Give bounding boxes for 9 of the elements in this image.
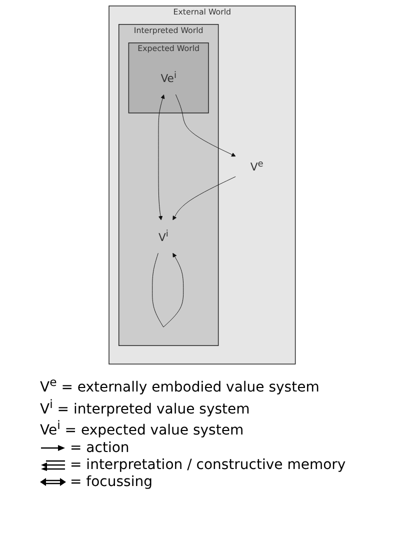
legend-text: = interpretation / constructive memory bbox=[70, 456, 346, 473]
legend-text: = action bbox=[70, 440, 130, 456]
node-text: V$^{i}$ bbox=[158, 228, 168, 244]
legend-text: = focussing bbox=[70, 474, 152, 490]
node-text: Ve$^{i}$ bbox=[160, 70, 176, 86]
node-text: V$^{e}$ bbox=[250, 158, 264, 174]
legend-text: V$^{e}$ = externally embodied value system bbox=[40, 375, 320, 396]
legend-text: Ve$^{i}$ = expected value system bbox=[40, 418, 244, 439]
legend-text: V$^{i}$ = interpreted value system bbox=[40, 396, 250, 418]
